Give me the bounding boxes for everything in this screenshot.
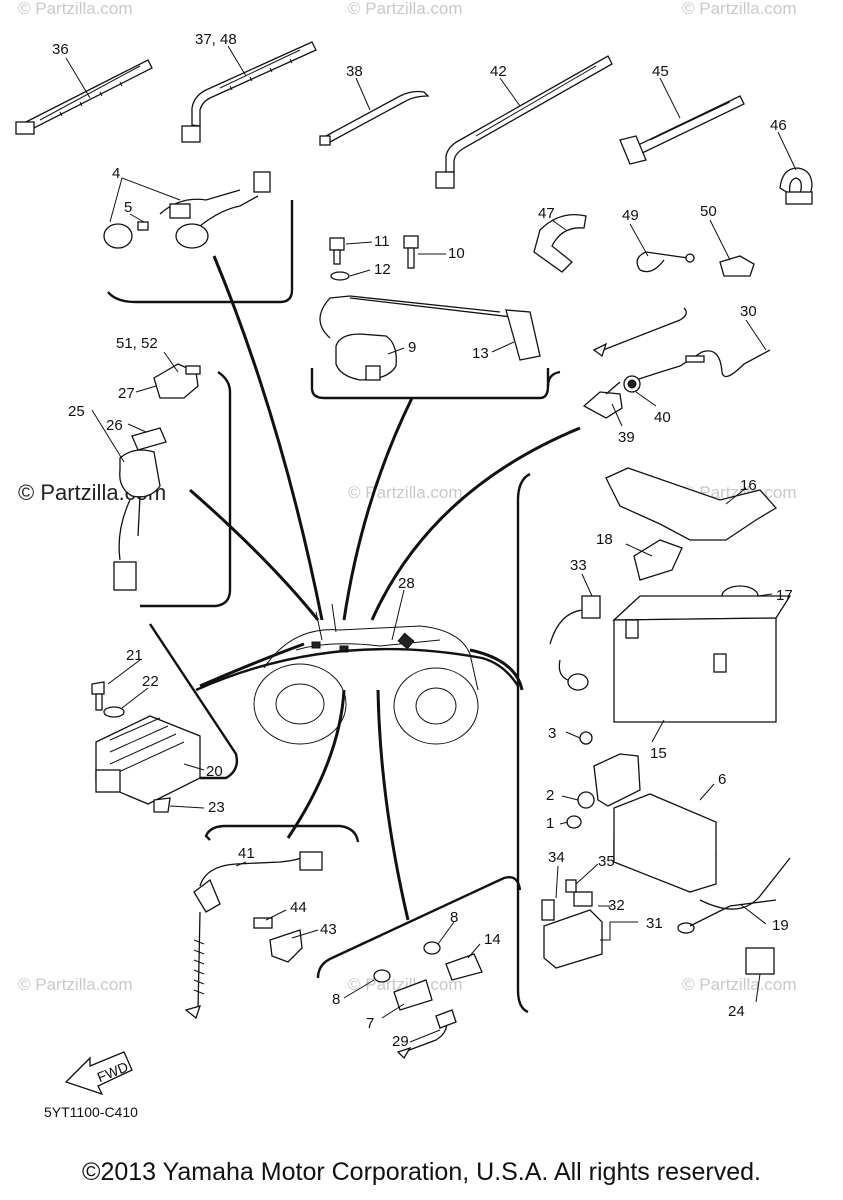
callout-2: 2	[546, 787, 554, 804]
callout-47: 47	[538, 205, 555, 222]
callout-8-bottom: 8	[332, 991, 340, 1008]
callout-13: 13	[472, 345, 489, 362]
callout-24: 24	[728, 1003, 745, 1020]
callout-17: 17	[776, 587, 793, 604]
bracket-group-4	[107, 200, 294, 304]
ignition-coil-group	[319, 235, 541, 381]
clamp-50	[719, 255, 755, 277]
clip-49	[636, 251, 695, 273]
callout-20: 20	[206, 763, 223, 780]
callout-14: 14	[484, 931, 501, 948]
callout-11: 11	[374, 233, 390, 250]
callout-44: 44	[290, 899, 307, 916]
callout-labels: 36 37, 48 38 42 45 46 4 5 47 49 50 30 11…	[52, 31, 793, 1050]
cable-tie-36	[15, 59, 153, 135]
callout-27: 27	[118, 385, 135, 402]
callout-8-top: 8	[450, 909, 458, 926]
callout-19: 19	[772, 917, 789, 934]
callout-33: 33	[570, 557, 587, 574]
callout-39: 39	[618, 429, 635, 446]
watermark-mid-center: © Partzilla.com	[348, 483, 463, 502]
callout-46: 46	[770, 117, 787, 134]
copyright-notice: ©2013 Yamaha Motor Corporation, U.S.A. A…	[82, 1158, 761, 1186]
callout-22: 22	[142, 673, 159, 690]
callout-41: 41	[238, 845, 255, 862]
callout-4: 4	[112, 165, 120, 182]
callout-10: 10	[448, 245, 465, 262]
callout-26: 26	[106, 417, 123, 434]
callout-29: 29	[392, 1033, 409, 1050]
bracket-group-regulator	[148, 623, 239, 780]
callout-1: 1	[546, 815, 554, 832]
lead-wire-assembly-4	[103, 171, 271, 249]
callout-28: 28	[398, 575, 415, 592]
callout-42: 42	[490, 63, 507, 80]
callout-23: 23	[208, 799, 225, 816]
callout-18: 18	[596, 531, 613, 548]
battery-group	[541, 467, 792, 975]
callout-35: 35	[598, 853, 615, 870]
rectifier-regulator-group	[91, 681, 201, 813]
cable-tie-42	[435, 55, 613, 189]
callout-43: 43	[320, 921, 337, 938]
sensor-lead-group	[582, 307, 771, 419]
cable-tie-37-48	[181, 41, 317, 143]
cable-tie-45	[619, 95, 745, 165]
callout-6: 6	[718, 771, 726, 788]
temp-sensor-group	[373, 941, 483, 1060]
watermark-bottom-left: © Partzilla.com	[18, 975, 133, 994]
callout-45: 45	[652, 63, 669, 80]
callout-49: 49	[622, 207, 639, 224]
connection-lines	[189, 255, 581, 921]
main-switch-group	[113, 363, 201, 591]
callout-25: 25	[68, 403, 85, 420]
clamp-47	[533, 213, 587, 273]
bracket-group-sensor	[546, 370, 561, 387]
forward-arrow: FWD	[64, 1051, 133, 1096]
callout-37-48: 37, 48	[195, 31, 237, 48]
callout-12: 12	[374, 261, 391, 278]
leader-lines	[65, 45, 797, 1043]
callout-31: 31	[646, 915, 663, 932]
bracket-group-battery	[516, 472, 531, 1014]
callout-5: 5	[124, 199, 132, 216]
clamp-46	[779, 167, 813, 205]
bracket-group-coil	[310, 368, 550, 400]
callout-16: 16	[740, 477, 757, 494]
bracket-group-switch	[140, 371, 232, 608]
callout-36: 36	[52, 41, 69, 58]
callout-30: 30	[740, 303, 757, 320]
callout-51-52: 51, 52	[116, 335, 158, 352]
callout-38: 38	[346, 63, 363, 80]
bracket-group-neutral	[204, 824, 360, 843]
cable-tie-38	[319, 90, 430, 146]
center-arc	[195, 647, 520, 692]
callout-7: 7	[366, 1015, 374, 1032]
callout-34: 34	[548, 849, 565, 866]
callout-21: 21	[126, 647, 143, 664]
watermark-top-center: © Partzilla.com	[348, 0, 463, 18]
callout-32: 32	[608, 897, 625, 914]
bracket-group-sensor-bottom	[316, 876, 522, 979]
watermark-top-left: © Partzilla.com	[18, 0, 133, 18]
callout-9: 9	[408, 339, 416, 356]
watermark-bottom-right: © Partzilla.com	[682, 975, 797, 994]
drawing-code: 5YT1100-C410	[44, 1104, 138, 1120]
callout-40: 40	[654, 409, 671, 426]
watermark-top-right: © Partzilla.com	[682, 0, 797, 18]
callout-3: 3	[548, 725, 556, 742]
callout-15: 15	[650, 745, 667, 762]
callout-50: 50	[700, 203, 717, 220]
vehicle-sketch	[253, 603, 479, 745]
neutral-switch-group	[184, 851, 323, 1020]
